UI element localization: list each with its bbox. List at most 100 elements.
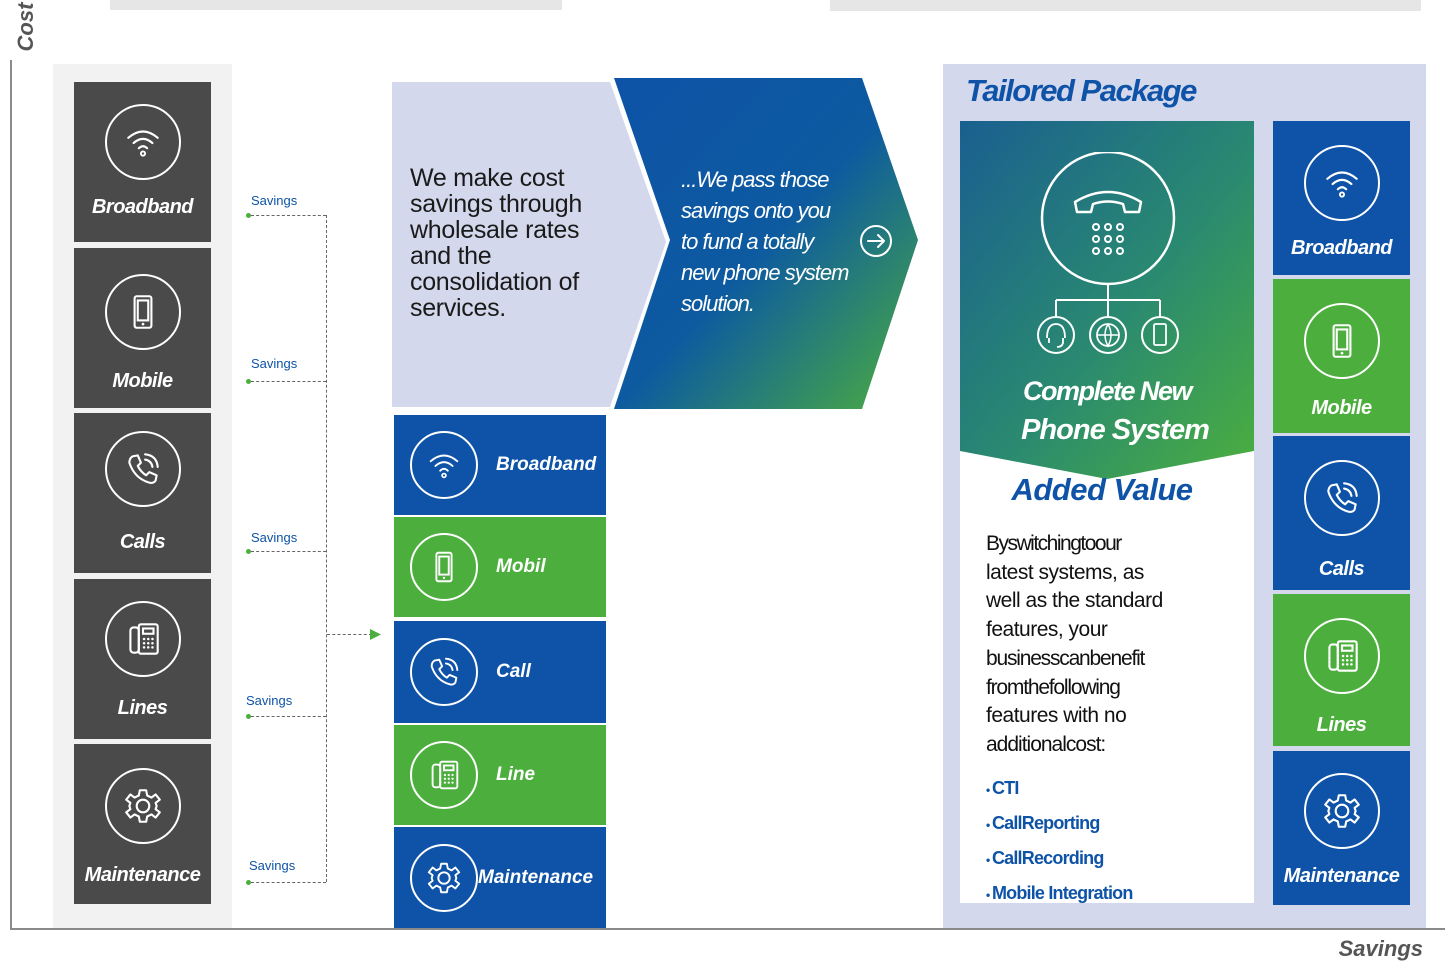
savings-axis-line: [10, 928, 1445, 930]
feature-label: CallRecording: [991, 848, 1104, 868]
savings-axis-label: Savings: [1338, 936, 1423, 961]
service-label: Lines: [117, 697, 168, 719]
body-line: businesscanbenefit: [986, 646, 1145, 670]
body-line: features with no: [986, 704, 1127, 728]
service-label: Calls: [119, 531, 166, 553]
savings-label: Savings: [249, 858, 296, 873]
desk-phone-icon: [1303, 618, 1380, 694]
savings-label: Savings: [251, 530, 298, 545]
tailored-package-title: Tailored Package: [966, 73, 1197, 108]
pass-savings-text: ...We pass those savings onto you to fun…: [681, 167, 849, 316]
service-label: Maintenance: [1283, 865, 1400, 887]
current-service-mobile: Mobile: [74, 248, 211, 408]
feature-bullet: • CallReporting: [986, 813, 1100, 834]
body-line: fromthefollowing: [986, 675, 1121, 699]
savings-connector: [251, 716, 326, 717]
savings-dot: [246, 379, 251, 384]
feature-label: CTI: [991, 778, 1019, 798]
gear-icon: [1303, 773, 1380, 849]
current-service-broadband: Broadband: [74, 82, 211, 242]
service-label: Broadband: [496, 454, 597, 475]
added-value-heading: Added Value: [1011, 472, 1193, 507]
pass-savings-arrow: [614, 78, 918, 409]
body-line: latest systems, as: [986, 560, 1144, 584]
savings-dot: [246, 714, 251, 719]
mobile-icon: [104, 274, 181, 350]
wifi-icon: [410, 431, 478, 499]
gear-icon: [410, 843, 478, 912]
arrow-circle-right-icon: [860, 225, 892, 257]
consolidated-service-calls: Call: [394, 621, 606, 723]
gear-icon: [104, 768, 181, 844]
savings-connector: [251, 381, 326, 382]
service-label: Mobile: [1311, 397, 1372, 419]
bullet-dot: •: [986, 818, 992, 832]
savings-connector: [251, 882, 326, 883]
service-label: Mobil: [496, 556, 546, 577]
phone-call-icon: [104, 431, 181, 507]
mobile-icon: [1303, 303, 1380, 379]
service-label: Lines: [1316, 714, 1367, 736]
intro-chevron: [392, 82, 666, 407]
service-label: Mobile: [112, 370, 173, 392]
consolidated-service-maintenance: Maintenance: [394, 827, 606, 928]
package-service-lines: Lines: [1273, 594, 1410, 746]
package-service-broadband: Broadband: [1273, 121, 1410, 275]
phone-call-icon: [1303, 460, 1380, 536]
phone-system-title-line1: Complete New: [1022, 376, 1193, 406]
added-value-body: Byswitchingtoour latest systems, as well…: [986, 530, 1216, 760]
arrow-right-icon: [370, 629, 381, 640]
wifi-icon: [104, 104, 181, 180]
top-bar-right: [830, 0, 1421, 11]
savings-label: Savings: [251, 356, 298, 371]
bullet-dot: •: [986, 853, 992, 867]
consolidated-service-broadband: Broadband: [394, 415, 606, 515]
savings-connector: [251, 551, 326, 552]
cost-axis: [10, 60, 12, 930]
service-label: Call: [496, 661, 531, 682]
bullet-dot: •: [986, 888, 992, 902]
service-label: Broadband: [91, 196, 194, 218]
current-service-maintenance: Maintenance: [74, 744, 211, 904]
savings-label: Savings: [251, 193, 298, 208]
package-service-calls: Calls: [1273, 436, 1410, 590]
feature-label: Mobile Integration: [991, 883, 1133, 903]
savings-collector-line: [326, 215, 327, 882]
intro-text: We make cost savings through wholesale r…: [410, 164, 583, 322]
service-label: Broadband: [1290, 237, 1393, 259]
savings-dot: [246, 880, 251, 885]
service-label: Calls: [1318, 558, 1365, 580]
package-service-mobile: Mobile: [1273, 279, 1410, 433]
savings-connector: [251, 215, 326, 216]
phone-call-icon: [410, 638, 478, 706]
cost-axis-label: Cost: [13, 2, 38, 52]
consolidated-service-lines: Line: [394, 725, 606, 825]
current-service-lines: Lines: [74, 579, 211, 739]
phone-system-title-line2: Phone System: [1021, 414, 1210, 446]
service-label: Line: [496, 764, 536, 785]
savings-dot: [246, 213, 251, 218]
feature-bullet: • CTI: [986, 778, 1019, 799]
body-line: well as the standard: [986, 589, 1163, 613]
phone-system-icon: [1037, 152, 1179, 354]
savings-label: Savings: [246, 693, 293, 708]
savings-dot: [246, 549, 251, 554]
feature-bullet: • Mobile Integration: [986, 883, 1133, 904]
top-bar-left: [110, 0, 562, 10]
feature-label: CallReporting: [991, 813, 1100, 833]
current-service-calls: Calls: [74, 413, 211, 573]
service-label: Maintenance: [478, 866, 594, 888]
wifi-icon: [1303, 145, 1380, 221]
mobile-icon: [410, 533, 478, 601]
consolidated-service-mobile: Mobil: [394, 517, 606, 617]
body-line: additionalcost:: [986, 732, 1106, 756]
savings-output-line: [327, 634, 372, 635]
desk-phone-icon: [104, 601, 181, 677]
desk-phone-icon: [410, 741, 478, 809]
bullet-dot: •: [986, 783, 992, 797]
feature-bullet: • CallRecording: [986, 848, 1104, 869]
body-line: features, your: [986, 618, 1108, 642]
body-line: Byswitchingtoour: [986, 532, 1122, 555]
service-label: Maintenance: [84, 864, 201, 886]
package-service-maintenance: Maintenance: [1273, 751, 1410, 905]
